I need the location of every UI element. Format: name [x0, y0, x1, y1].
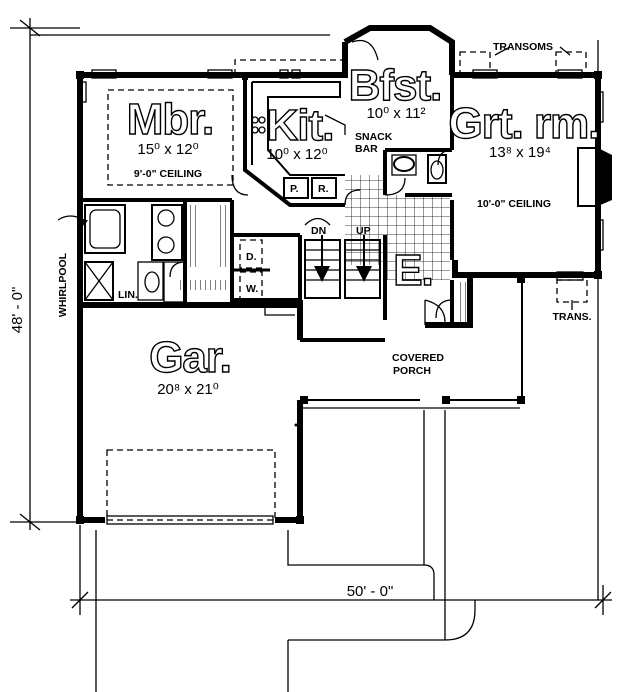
covered-porch-label-2: PORCH: [393, 365, 431, 377]
dryer-label: D.: [246, 251, 257, 263]
linen-label: LIN.: [118, 289, 138, 301]
transom-outlines: [234, 46, 588, 310]
depth-dimension-label: 48' - 0": [9, 287, 26, 334]
master-bath: [57, 204, 185, 303]
powder-room: [384, 154, 447, 196]
great-room-size: 13⁸ x 19⁴: [489, 144, 551, 161]
whirlpool-label: WHIRLPOOL: [57, 252, 69, 317]
garage-size: 20⁸ x 21⁰: [157, 381, 219, 398]
kitchen-name: Kit.: [267, 101, 334, 150]
width-dimension-line: [70, 525, 612, 615]
snack-bar-label-2: BAR: [355, 143, 378, 155]
closet-shelves: [176, 205, 228, 290]
stair-up-label: UP: [356, 225, 371, 237]
laundry: [239, 239, 263, 301]
garage-name: Gar.: [149, 333, 231, 382]
great-room-name: Grt. rm.: [449, 99, 600, 148]
snack-bar-label-1: SNACK: [355, 131, 393, 143]
pantry-label: P.: [290, 183, 299, 195]
entry-closet: [424, 282, 468, 325]
kitchen-counters: [251, 69, 346, 199]
corner-posts: [76, 71, 602, 524]
master-bedroom: [107, 89, 234, 186]
door-swings: [169, 149, 453, 316]
stair-down-label: DN: [311, 225, 326, 237]
transoms-label: TRANSOMS: [493, 41, 553, 53]
kitchen-size: 10⁰ x 12⁰: [266, 146, 327, 163]
width-dimension-label: 50' - 0": [347, 583, 394, 600]
breakfast-name: Bfst.: [349, 61, 442, 110]
covered-porch-label-1: COVERED: [392, 352, 444, 364]
breakfast-nook: [351, 39, 379, 61]
breakfast-size: 10⁰ x 11²: [366, 105, 425, 122]
refrigerator-label: R.: [318, 183, 329, 195]
entry-name: E.: [393, 246, 433, 295]
trans-label: TRANS.: [552, 311, 591, 323]
master-bedroom-name: Mbr.: [127, 95, 213, 144]
covered-porch: [300, 275, 525, 409]
stairs: [304, 217, 381, 299]
depth-dimension-line: [10, 18, 80, 531]
exterior-walls: [77, 25, 601, 523]
fireplace: [577, 147, 612, 207]
washer-label: W.: [246, 283, 258, 295]
garage: [106, 423, 298, 521]
master-bedroom-size: 15⁰ x 12⁰: [137, 141, 198, 158]
great-room-ceiling: 10'-0" CEILING: [477, 198, 551, 210]
master-bedroom-ceiling: 9'-0" CEILING: [134, 168, 202, 180]
